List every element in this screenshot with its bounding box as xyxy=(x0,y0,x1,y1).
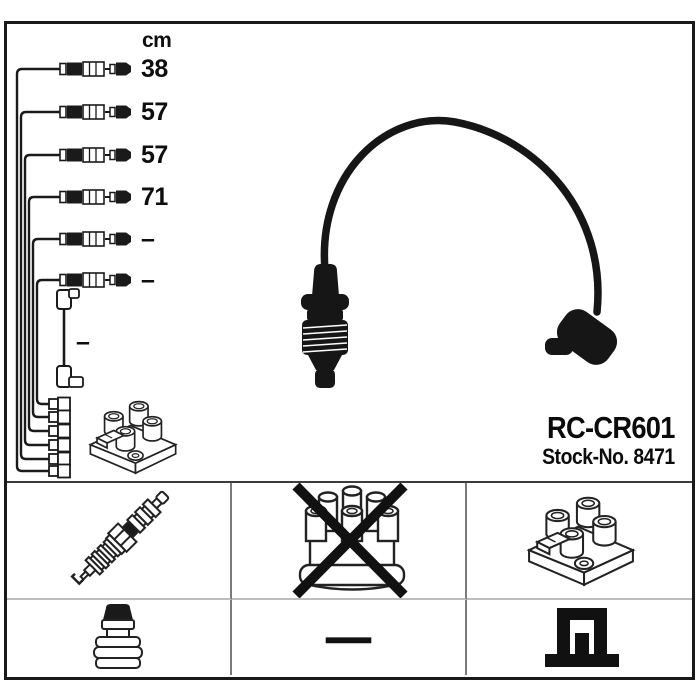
spark-plug-icon xyxy=(70,490,170,586)
part-number: RC-CR601 xyxy=(547,410,675,445)
grid-cell-ignition-coil xyxy=(467,483,692,600)
grid-cell-spark-plug xyxy=(7,483,232,600)
grid-cell-din-terminal xyxy=(467,600,692,675)
ignition-cable-photo xyxy=(301,116,618,388)
grid-cell-terminal-boot xyxy=(7,600,232,675)
coil-lead-length-value: – xyxy=(76,328,90,356)
lead-length-value: – xyxy=(141,266,155,294)
cross-out-x xyxy=(292,483,408,598)
din-terminal-icon xyxy=(545,608,619,667)
lead-wires xyxy=(15,67,60,473)
lead-length-value: – xyxy=(141,225,155,253)
dash-symbol: — xyxy=(326,612,372,662)
image-frame: cm 38 57 57 71 – – – xyxy=(4,21,695,680)
coil-terminals xyxy=(48,396,71,479)
grid-cell-dash: — xyxy=(232,600,467,675)
part-identification: RC-CR601 Stock-No. 8471 xyxy=(542,411,675,470)
distributor-cap-art xyxy=(298,485,406,591)
terminal-boot-icon xyxy=(93,604,143,669)
lead-length-value: 38 xyxy=(141,55,168,83)
stock-number: Stock-No. 8471 xyxy=(542,444,675,469)
ignition-coil-small-icon xyxy=(89,400,177,474)
threaded-connector xyxy=(301,264,349,388)
lead-length-value: 57 xyxy=(141,141,168,169)
ignition-coil-icon xyxy=(528,496,634,586)
distributor-cap-crossed-icon xyxy=(292,483,408,598)
lead-length-value: 57 xyxy=(141,98,168,126)
top-section: cm 38 57 57 71 – – – xyxy=(7,24,692,481)
application-grid: — xyxy=(7,481,692,675)
grid-cell-distributor-cap xyxy=(232,483,467,600)
unit-header: cm xyxy=(142,29,172,52)
lead-set-diagram xyxy=(15,61,177,479)
lead-length-value: 71 xyxy=(141,183,168,211)
coil-lead-art xyxy=(56,288,84,388)
cable-arc xyxy=(320,116,602,316)
elbow-boot xyxy=(545,309,618,365)
lead-end-connectors xyxy=(59,61,132,288)
